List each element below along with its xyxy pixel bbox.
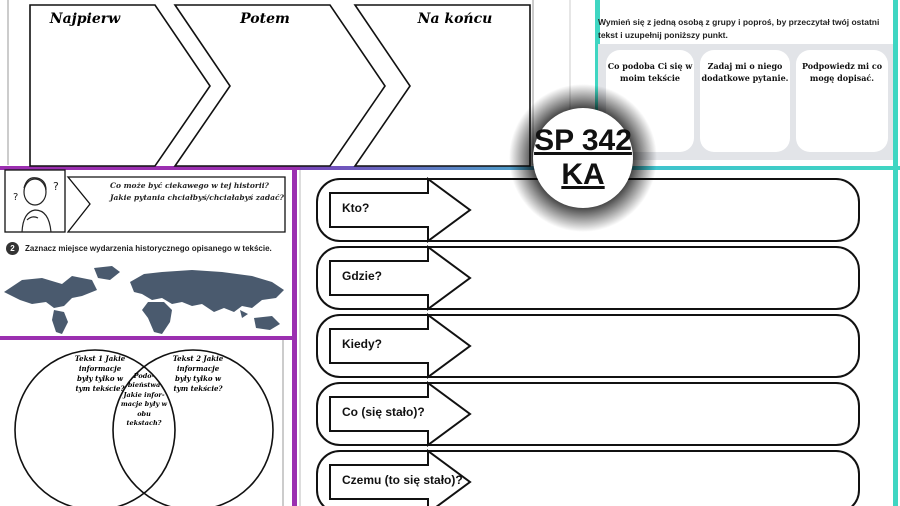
venn-left-label: Tekst 1 Jakie informacje były tylko w ty… [74,354,126,394]
partner-card-2: Zadaj mi o niego dodatkowe pytanie. [700,50,790,152]
partner-card-3: Podpowiedz mi co mogę dopisać. [796,50,888,152]
svg-text:?: ? [13,192,18,203]
sequence-first-label: Najpierw [49,11,121,27]
question-arrow-icon [329,245,472,311]
question-label: Gdzie? [342,269,383,283]
svg-text:?: ? [53,180,59,193]
sequence-chevrons [29,4,531,167]
question-arrow-icon [329,313,472,379]
venn-right-label: Tekst 2 Jakie informacje były tylko w ty… [172,354,224,394]
partner-instruction: Wymień się z jedną osobą z grupy i popro… [598,17,880,41]
question-arrow-icon [329,381,472,447]
history-frames [4,169,286,233]
question-arrow-icon [329,177,472,243]
question-label: Czemu (to się stało)? [342,473,463,487]
question-arrow-icon [329,449,472,506]
venn-left-circle [14,349,176,506]
step-instruction: Zaznacz miejsce wydarzenia historycznego… [25,244,272,253]
thinking-person-icon: ? ? [13,177,59,233]
sequence-then-label: Potem [240,11,290,27]
venn-diagram [14,349,274,506]
sequence-last-label: Na końcu [417,11,493,27]
badge-line-1: SP 342 [534,124,632,157]
step-number-badge: 2 [6,242,19,255]
history-question: Co może być ciekawego w tej historii? Ja… [110,181,284,202]
question-label: Kiedy? [342,337,383,351]
question-label: Kto? [342,201,370,215]
question-label: Co (się stało)? [342,405,425,419]
badge-line-2: KA [561,158,605,191]
venn-right-circle [112,349,274,506]
world-map-image [4,266,284,334]
venn-center-label: Podo-bieństwa Jakie infor-macje były w o… [120,372,168,428]
